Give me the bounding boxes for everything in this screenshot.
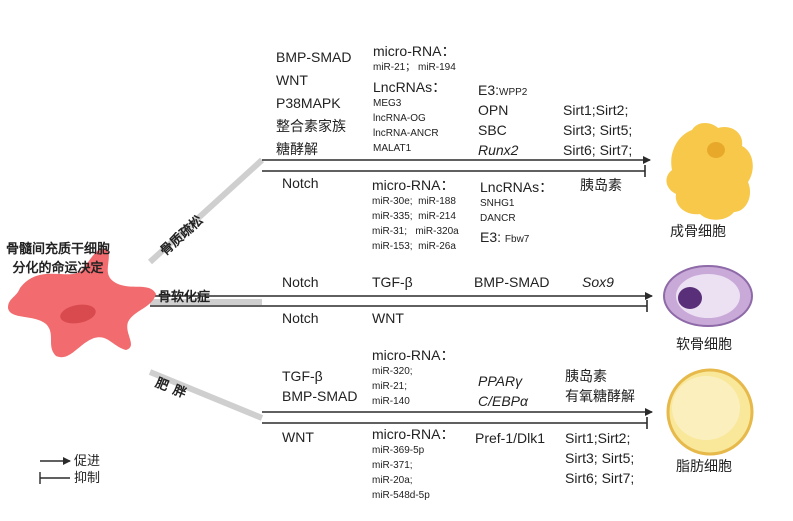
osteo-promote-item: WNT	[276, 72, 308, 88]
osteo-inhibit-insulin: 胰岛素	[580, 177, 622, 193]
osteo-promote-item: P38MAPK	[276, 95, 341, 111]
obesity-diagonal	[148, 369, 264, 421]
obesity-inhibit-mirna-title: micro-RNA：	[372, 426, 455, 442]
chondro-promote-sox9: Sox9	[582, 274, 614, 290]
obesity-promote-item: 胰岛素	[565, 368, 607, 384]
adipocyte-label: 脂肪细胞	[676, 458, 732, 474]
osteo-inhibit-mirna: miR-31; miR-320a	[372, 226, 459, 237]
obesity-promote-item: BMP-SMAD	[282, 388, 358, 404]
legend-inhibit-label: 抑制	[74, 470, 101, 485]
osteoblast-label: 成骨细胞	[670, 223, 726, 239]
osteo-diagonal	[147, 157, 265, 265]
osteo-promote-runx2: Runx2	[478, 142, 519, 158]
osteo-promote-item: BMP-SMAD	[276, 49, 352, 65]
obesity-inhibit-sirt: Sirt1;Sirt2;	[565, 430, 631, 446]
chondrocyte-label: 软骨细胞	[676, 336, 732, 352]
osteo-promote-lnc-title: LncRNAs：	[373, 79, 447, 95]
obesity-promote-mirna: miR-320;	[372, 366, 413, 377]
osteo-inhibit-mirna: miR-335; miR-214	[372, 211, 456, 222]
osteo-inhibit-lnc: DANCR	[480, 213, 516, 224]
osteo-inhibit-lnc: SNHG1	[480, 198, 515, 209]
chondro-promote-item: BMP-SMAD	[474, 274, 550, 290]
diagram-title: 骨髓间充质干细胞 分化的命运决定	[6, 240, 110, 278]
obesity-inhibit-item: WNT	[282, 429, 314, 445]
chondro-promote-item: TGF-β	[372, 274, 413, 290]
adipocyte-image	[666, 368, 754, 456]
osteo-promote-sirt: Sirt1;Sirt2;	[563, 102, 629, 118]
osteo-promote-item: SBC	[478, 122, 507, 138]
osteo-inhibit-lnc-title: LncRNAs：	[480, 179, 554, 195]
osteo-promote-lnc: lncRNA-OG	[373, 113, 426, 124]
obesity-promote-item: TGF-β	[282, 368, 323, 384]
osteo-inhibit-mirna: miR-30e; miR-188	[372, 196, 456, 207]
e3-prefix: E3:	[478, 82, 500, 98]
chondrocyte-image	[663, 265, 753, 327]
obesity-promote-tf: PPARγ	[478, 373, 523, 389]
osteo-inhibit-mirna: miR-153; miR-26a	[372, 241, 456, 252]
e3-prefix: E3:	[480, 229, 502, 245]
stem-cell-image	[8, 248, 156, 358]
e3-name: WPP2	[499, 87, 528, 98]
osteo-promote-mirna: miR-21； miR-194	[373, 62, 456, 73]
obesity-inhibit-sirt: Sirt3; Sirt5;	[565, 450, 635, 466]
osteo-promote-mirna-title: micro-RNA：	[373, 43, 456, 59]
osteo-promote-item: OPN	[478, 102, 509, 118]
obesity-inhibit-sirt: Sirt6; Sirt7;	[565, 470, 635, 486]
title-line-2: 分化的命运决定	[12, 259, 104, 275]
obesity-promote-item: 有氧糖酵解	[565, 388, 635, 404]
osteo-promote-item: 整合素家族	[276, 118, 346, 134]
osteo-promote-item: 糖酵解	[276, 141, 318, 157]
obesity-promote-mirna-title: micro-RNA：	[372, 347, 455, 363]
osteoblast-image	[666, 123, 753, 220]
osteo-promote-sirt: Sirt3; Sirt5;	[563, 122, 633, 138]
obesity-inhibit-mirna: miR-20a;	[372, 475, 413, 486]
e3-name: Fbw7	[504, 234, 530, 245]
obesity-promote-mirna: miR-21;	[372, 381, 408, 392]
chondro-promote-item: Notch	[282, 274, 319, 290]
osteo-promote-sirt: Sirt6; Sirt7;	[563, 142, 633, 158]
osteo-promote-lnc: MEG3	[373, 98, 402, 109]
osteo-promote-e3: E3:WPP2	[478, 83, 527, 98]
obesity-inhibit-mirna: miR-369-5p	[372, 445, 425, 456]
obesity-inhibit-mirna: miR-371;	[372, 460, 413, 471]
osteo-promote-lnc: MALAT1	[373, 143, 412, 154]
obesity-promote-mirna: miR-140	[372, 396, 410, 407]
branch-label-chondro: 骨软化症	[158, 289, 211, 304]
legend-promote-label: 促进	[74, 453, 101, 468]
obesity-inhibit-pref: Pref-1/Dlk1	[475, 430, 546, 446]
osteo-inhibit-mirna-title: micro-RNA：	[372, 177, 455, 193]
osteo-promote-lnc: lncRNA-ANCR	[373, 128, 439, 139]
osteo-inhibit-item: Notch	[282, 175, 319, 191]
obesity-inhibit-mirna: miR-548d-5p	[372, 490, 430, 501]
obesity-promote-tf: C/EBPα	[478, 393, 528, 409]
title-line-1: 骨髓间充质干细胞	[6, 241, 111, 256]
chondro-inhibit-item: WNT	[372, 310, 404, 326]
osteo-inhibit-e3: E3: Fbw7	[480, 230, 529, 245]
chondro-inhibit-item: Notch	[282, 310, 319, 326]
